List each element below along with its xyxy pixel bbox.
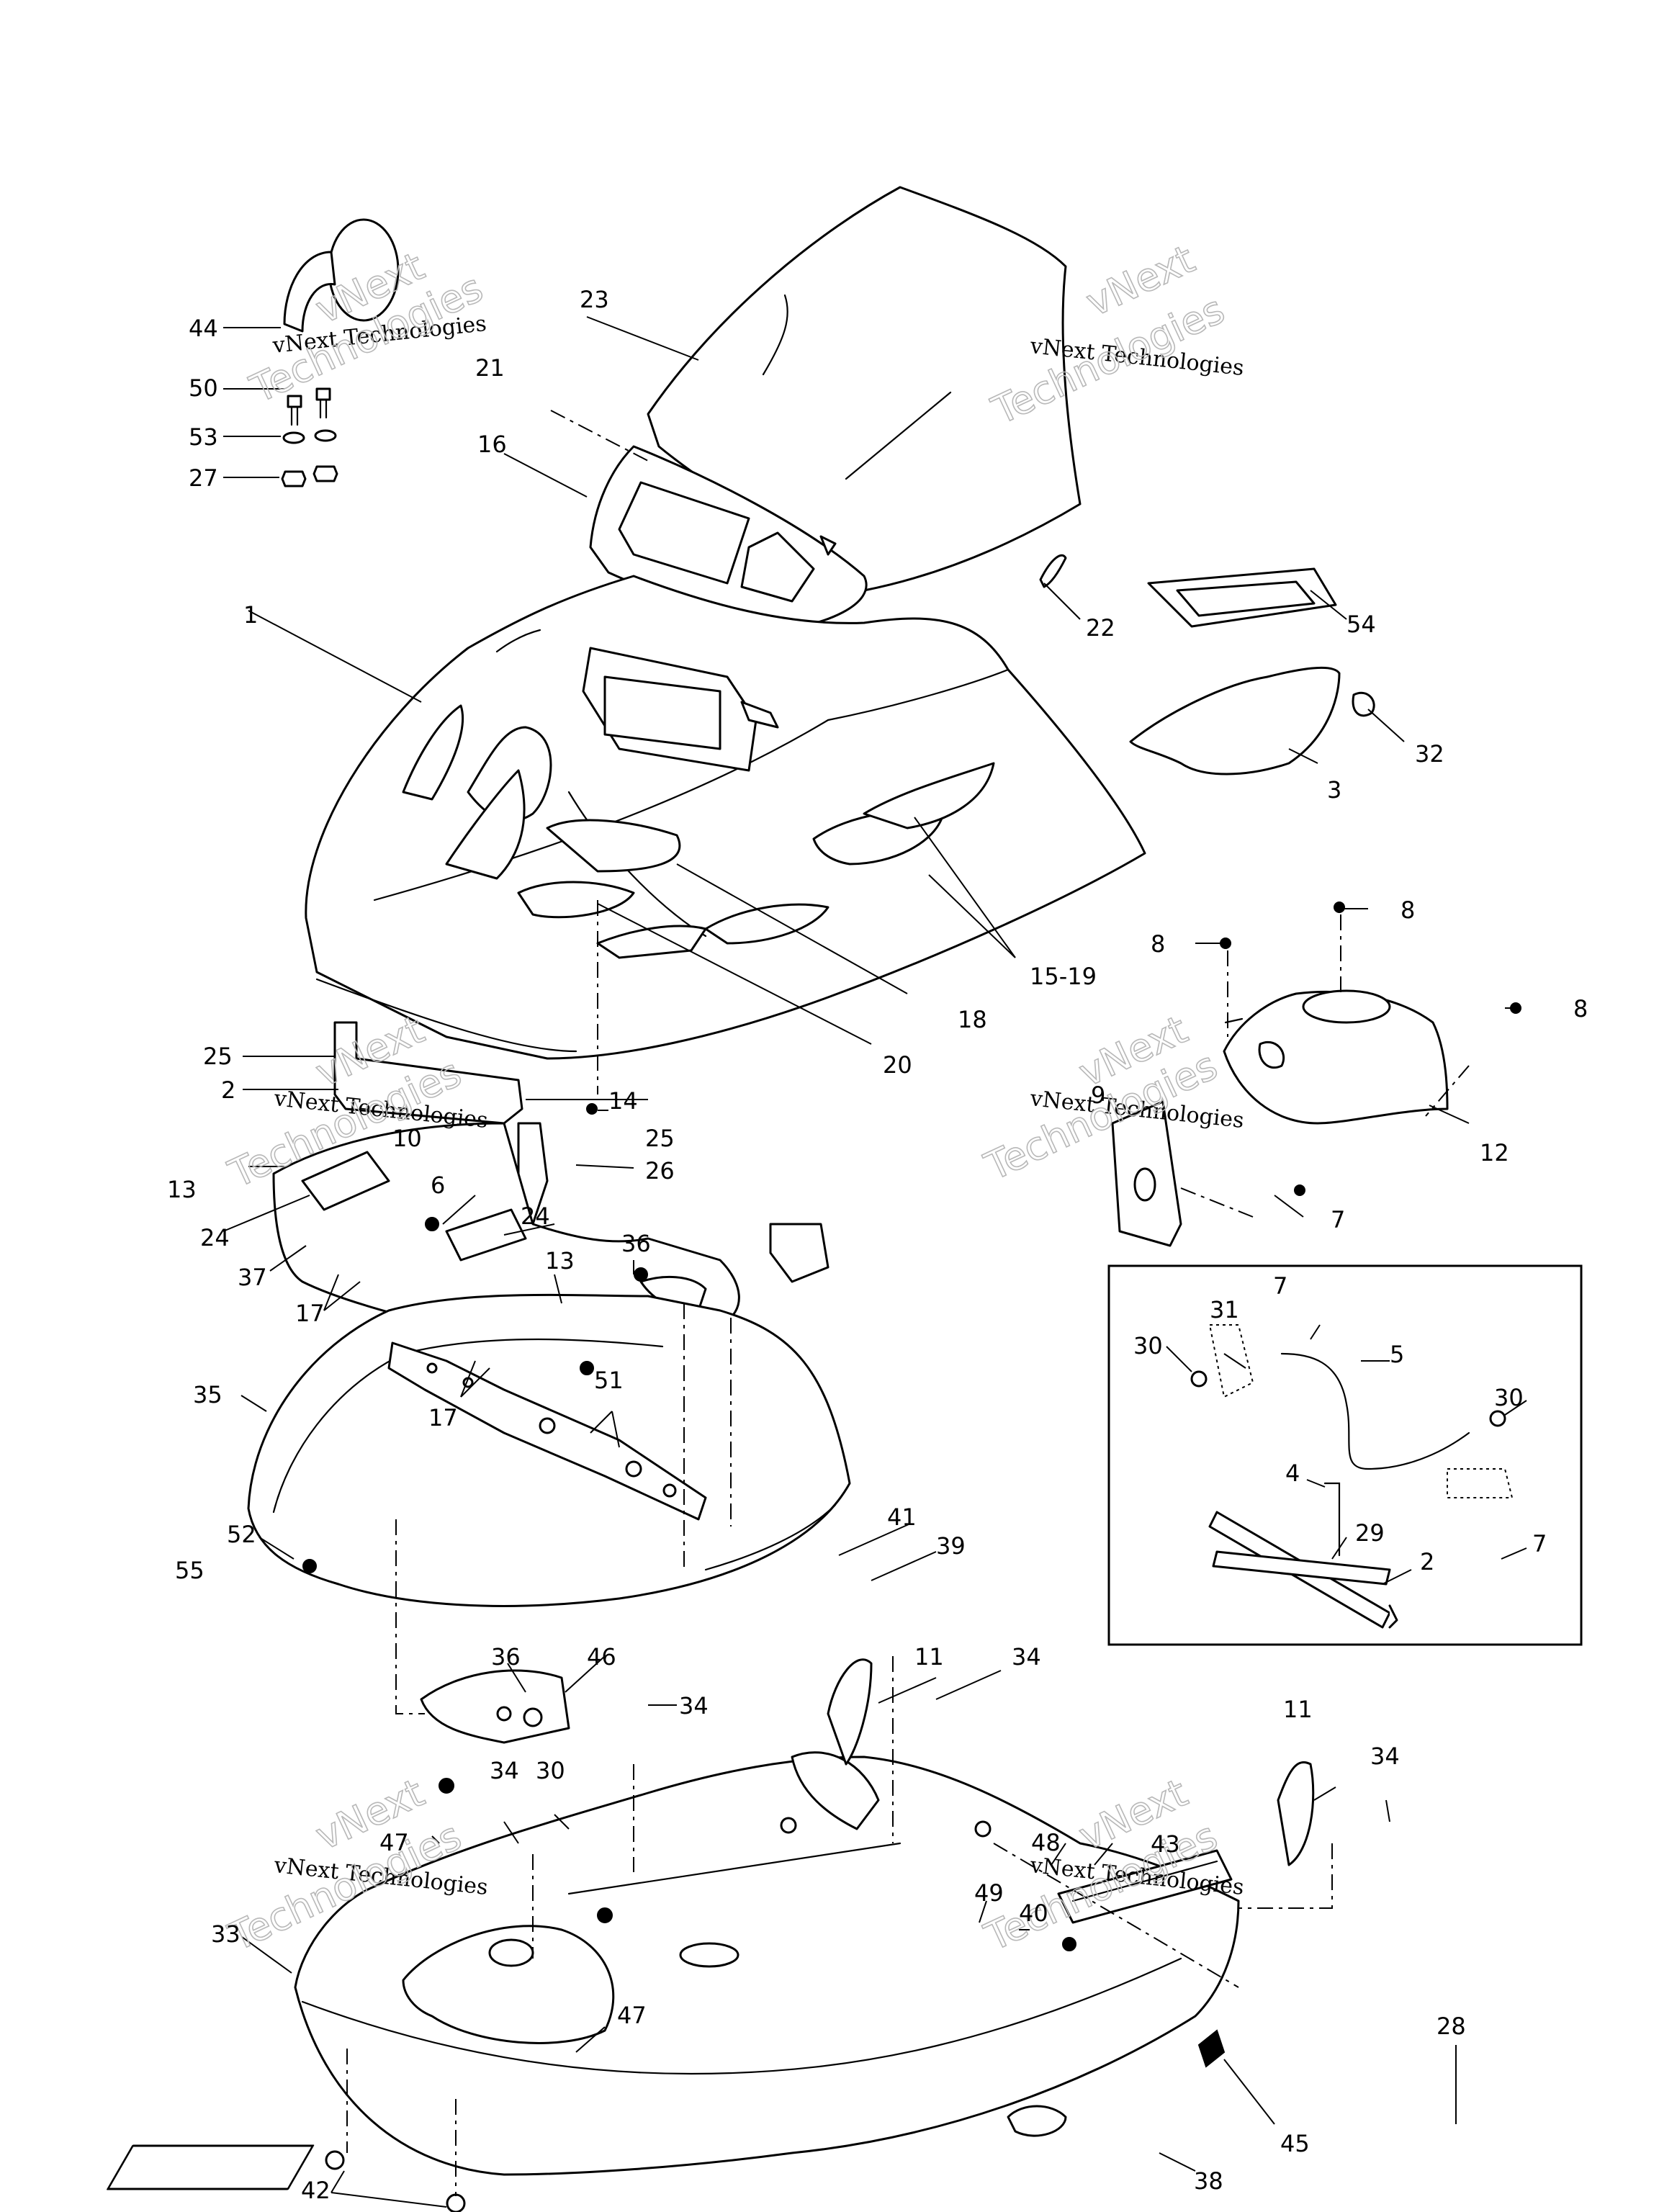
reinforcement-bars bbox=[387, 1341, 707, 1744]
callout-8: 8 bbox=[1151, 930, 1165, 958]
callout-18: 18 bbox=[958, 1006, 987, 1033]
callout-34: 34 bbox=[1370, 1743, 1400, 1770]
callout-42: 42 bbox=[301, 2177, 331, 2204]
callout-34: 34 bbox=[490, 1757, 519, 1784]
callout-9: 9 bbox=[1091, 1082, 1105, 1109]
callout-21: 21 bbox=[475, 354, 505, 382]
callout-31: 31 bbox=[1210, 1296, 1239, 1323]
callout-54: 54 bbox=[1346, 611, 1376, 638]
callout-40: 40 bbox=[1019, 1899, 1048, 1927]
callout-39: 39 bbox=[936, 1532, 966, 1560]
mirror bbox=[281, 218, 400, 487]
callout-6: 6 bbox=[431, 1172, 445, 1199]
callout-30: 30 bbox=[1133, 1332, 1163, 1359]
callout-46: 46 bbox=[587, 1643, 616, 1671]
callout-44: 44 bbox=[189, 315, 218, 342]
belly-pan bbox=[294, 1751, 1240, 2176]
callout-36: 36 bbox=[491, 1643, 521, 1671]
callout-28: 28 bbox=[1437, 2013, 1466, 2040]
deflectors bbox=[827, 1658, 1315, 1866]
callout-7: 7 bbox=[1532, 1530, 1547, 1557]
callout-10: 10 bbox=[392, 1125, 422, 1152]
callout-38: 38 bbox=[1194, 2167, 1223, 2195]
callout-47: 47 bbox=[379, 1829, 409, 1856]
callout-13: 13 bbox=[545, 1247, 575, 1274]
console bbox=[589, 445, 868, 631]
callout-1: 1 bbox=[243, 601, 258, 629]
callout-4: 4 bbox=[1285, 1460, 1300, 1487]
leader-lines bbox=[222, 316, 1527, 2208]
callout-30: 30 bbox=[536, 1757, 565, 1784]
callout-41: 41 bbox=[887, 1503, 917, 1531]
callout-52: 52 bbox=[227, 1521, 256, 1548]
callout-29: 29 bbox=[1355, 1519, 1385, 1547]
callout-11: 11 bbox=[914, 1643, 944, 1671]
callout-30: 30 bbox=[1494, 1384, 1524, 1411]
rear-rail bbox=[1057, 1849, 1233, 1924]
callout-8: 8 bbox=[1573, 995, 1588, 1022]
callout-5: 5 bbox=[1390, 1341, 1404, 1368]
callout-26: 26 bbox=[645, 1157, 675, 1184]
callout-48: 48 bbox=[1031, 1829, 1061, 1856]
callout-47: 47 bbox=[617, 2002, 647, 2029]
fan-cover bbox=[1223, 989, 1449, 1125]
callout-13: 13 bbox=[167, 1176, 197, 1203]
callout-51: 51 bbox=[594, 1367, 624, 1394]
callouts: 44 50 53 27 21 23 16 1 22 54 32 3 8 8 8 … bbox=[167, 286, 1588, 2204]
callout-27: 27 bbox=[189, 464, 218, 492]
callout-34: 34 bbox=[679, 1692, 709, 1719]
callout-53: 53 bbox=[189, 423, 218, 451]
tether-inset bbox=[1107, 1264, 1583, 1646]
callout-7: 7 bbox=[1331, 1206, 1345, 1233]
callout-32: 32 bbox=[1415, 740, 1444, 768]
callout-2: 2 bbox=[1420, 1548, 1434, 1575]
callout-2: 2 bbox=[221, 1076, 235, 1104]
callout-24: 24 bbox=[521, 1202, 550, 1230]
callout-35: 35 bbox=[193, 1381, 222, 1408]
callout-55: 55 bbox=[175, 1557, 204, 1584]
callout-22: 22 bbox=[1086, 614, 1115, 642]
callout-15-19: 15-19 bbox=[1030, 963, 1097, 990]
bracket-9 bbox=[1111, 1100, 1182, 1247]
callout-25: 25 bbox=[645, 1125, 675, 1152]
callout-7: 7 bbox=[1273, 1272, 1287, 1300]
callout-25: 25 bbox=[203, 1043, 233, 1070]
callout-3: 3 bbox=[1327, 776, 1341, 804]
callout-20: 20 bbox=[883, 1051, 912, 1079]
callout-37: 37 bbox=[238, 1264, 267, 1291]
callout-14: 14 bbox=[608, 1087, 638, 1115]
callout-11: 11 bbox=[1283, 1696, 1313, 1723]
callout-8: 8 bbox=[1401, 896, 1415, 924]
small-parts-right bbox=[1039, 554, 1375, 775]
callout-17: 17 bbox=[428, 1404, 458, 1431]
callout-12: 12 bbox=[1480, 1139, 1509, 1166]
callout-33: 33 bbox=[211, 1920, 240, 1948]
callout-23: 23 bbox=[580, 286, 609, 313]
callout-36: 36 bbox=[621, 1230, 651, 1257]
callout-50: 50 bbox=[189, 374, 218, 402]
hardware bbox=[107, 902, 1521, 2212]
callout-16: 16 bbox=[477, 431, 507, 458]
callout-34: 34 bbox=[1012, 1643, 1041, 1671]
callout-49: 49 bbox=[974, 1879, 1004, 1907]
front-support bbox=[272, 1021, 830, 1344]
callout-24: 24 bbox=[200, 1224, 230, 1251]
assembly-lines bbox=[346, 410, 1470, 2196]
callout-45: 45 bbox=[1280, 2130, 1310, 2157]
callout-17: 17 bbox=[295, 1300, 325, 1327]
callout-43: 43 bbox=[1151, 1830, 1180, 1858]
hood bbox=[305, 575, 1146, 1060]
